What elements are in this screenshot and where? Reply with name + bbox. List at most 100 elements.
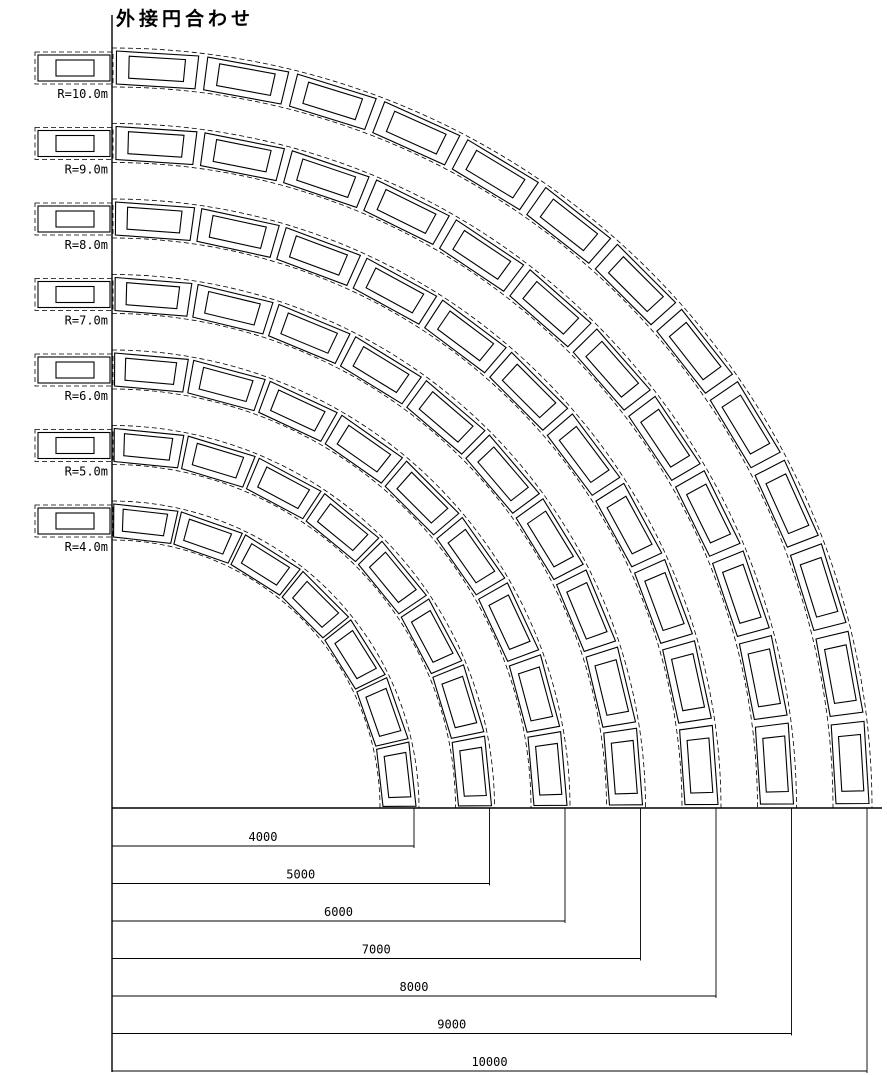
bogie-segment [438, 219, 525, 292]
outer-dashed-arc [111, 198, 722, 809]
lead-car-window [55, 59, 95, 77]
segment-window [465, 149, 526, 199]
bogie-segment [738, 634, 788, 721]
segment-window [396, 471, 449, 524]
bogie-segment [324, 619, 386, 690]
lead-car [37, 356, 111, 384]
bogie-segment [423, 299, 507, 374]
segment-window [336, 424, 392, 473]
bogie-segment [603, 727, 644, 806]
segment-window [606, 495, 653, 555]
segment-window [365, 267, 425, 314]
outer-dashed-arc [111, 349, 571, 809]
segment-window [686, 737, 714, 794]
segment-window [302, 81, 364, 121]
segment-window [517, 666, 554, 722]
segment-window [240, 542, 291, 586]
bogie-segment [400, 598, 463, 675]
inner-dashed-arc [111, 388, 532, 809]
segment-window [334, 629, 378, 680]
bogie-segment [192, 283, 274, 335]
segment-window [522, 280, 580, 335]
segment-window [215, 63, 276, 97]
segment-window [368, 551, 417, 604]
radius-label: R=5.0m [65, 465, 108, 479]
bogie-segment [489, 351, 569, 431]
bogie-segment [199, 132, 286, 182]
segment-window [668, 321, 722, 381]
dimension-value: 5000 [286, 868, 315, 882]
segment-window [477, 446, 530, 502]
bogie-segment [202, 56, 290, 105]
bogie-segment [115, 125, 198, 166]
segment-window [123, 433, 174, 461]
dimension-value: 7000 [362, 943, 391, 957]
bogie-segment [754, 722, 795, 805]
lead-car [37, 129, 111, 158]
segment-window [670, 653, 706, 712]
bogie-segment [384, 460, 460, 536]
car-envelope [34, 504, 114, 538]
track-1: R=9.0m [34, 123, 797, 809]
radius-label: R=4.0m [65, 540, 108, 554]
outer-dashed-arc [111, 274, 646, 809]
segment-window [447, 528, 496, 584]
radius-label: R=9.0m [65, 163, 108, 177]
segment-window [526, 510, 575, 568]
bogie-segment [572, 328, 651, 411]
segment-window [436, 310, 495, 362]
bogie-segment [245, 457, 322, 520]
segment-window [823, 644, 857, 705]
bogie-segment [633, 558, 694, 644]
segment-window [208, 214, 267, 250]
segment-window [291, 580, 340, 629]
segment-window [352, 345, 410, 394]
outer-dashed-arc [111, 123, 797, 809]
segment-window [607, 255, 665, 313]
lead-car-window [55, 285, 95, 304]
dimension-10000: 10000 [112, 808, 868, 1073]
inner-dashed-arc [111, 162, 758, 809]
bogie-segment [789, 543, 847, 632]
segment-window [127, 131, 185, 158]
segment-window [385, 110, 447, 155]
bogie-segment [372, 101, 461, 166]
segment-window [799, 556, 839, 618]
bogie-segment [113, 352, 189, 393]
bogie-segment [830, 720, 870, 805]
lead-car-window [55, 436, 95, 455]
outer-dashed-arc [111, 47, 873, 809]
bogie-segment [662, 640, 712, 724]
bogie-segment [679, 724, 719, 806]
car-envelope [34, 353, 114, 387]
radius-label: R=10.0m [57, 87, 108, 101]
segment-window [296, 158, 357, 199]
bogie-segment [628, 395, 701, 482]
segment-window [501, 363, 557, 419]
bogie-segment [526, 186, 612, 264]
segment-window [539, 198, 599, 252]
segment-window [183, 518, 233, 555]
dimension-8000: 8000 [112, 808, 717, 998]
car-envelope [34, 127, 114, 160]
segment-window [459, 746, 487, 797]
bogie-segment [656, 308, 734, 394]
bogie-segment [196, 208, 280, 258]
segment-window [121, 508, 169, 537]
lead-car-window [55, 134, 95, 153]
segment-window [721, 563, 762, 624]
bogie-segment [585, 646, 637, 728]
segment-window [594, 659, 630, 716]
drawing-title: 外接円合わせ [116, 7, 254, 30]
segment-window [535, 742, 563, 796]
bogie-segment [509, 269, 592, 348]
bogie-segment [711, 550, 770, 638]
car-envelope [34, 429, 114, 462]
segment-window [365, 687, 402, 737]
radius-label: R=7.0m [65, 314, 108, 328]
track-5: R=5.0m [34, 425, 495, 809]
segment-window [410, 609, 454, 664]
lead-car [37, 54, 111, 82]
segment-window [685, 483, 732, 544]
